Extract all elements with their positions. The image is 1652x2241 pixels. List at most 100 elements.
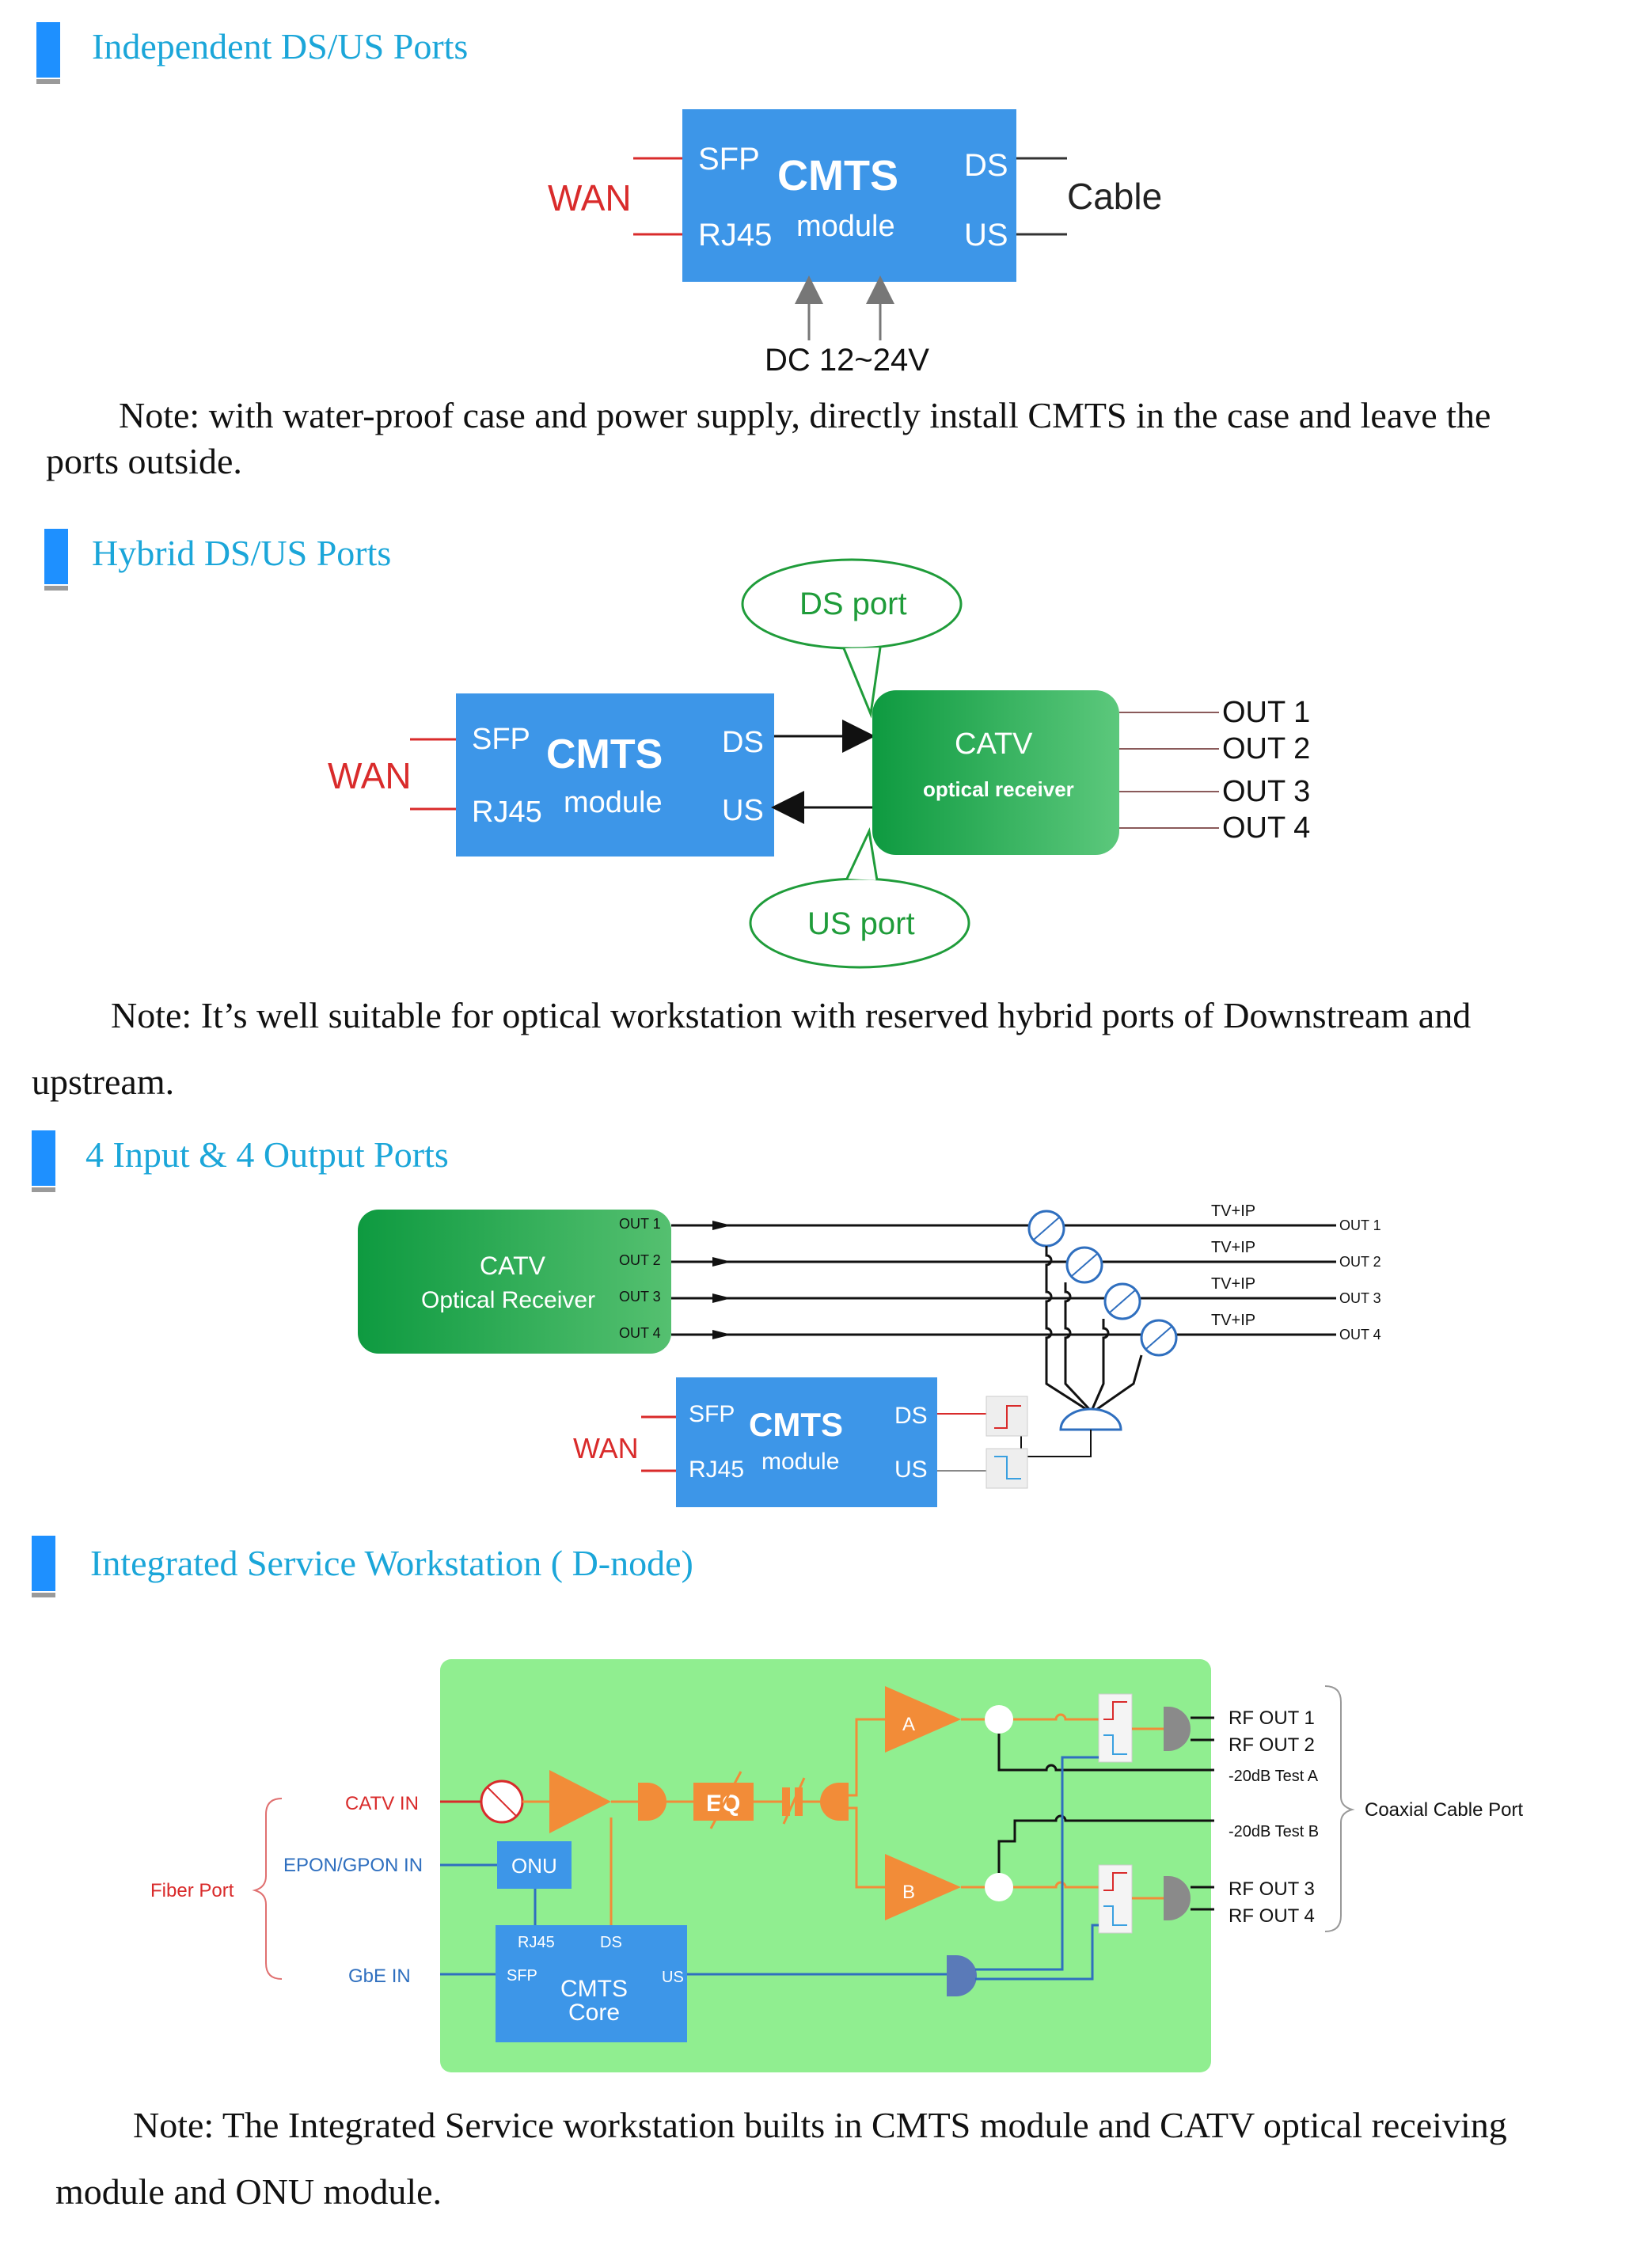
splitter-d xyxy=(820,1783,849,1821)
cmts-core-box xyxy=(496,1925,687,2042)
ds-label: DS xyxy=(894,1403,928,1429)
rj45-label: RJ45 xyxy=(698,218,772,253)
feed-line-2 xyxy=(1064,1282,1091,1411)
tvip-2: TV+IP xyxy=(1211,1239,1255,1256)
section-title: Integrated Service Workstation ( D-node) xyxy=(90,1543,693,1583)
section-title: Hybrid DS/US Ports xyxy=(92,533,392,573)
sfp-label: SFP xyxy=(472,723,530,756)
module-label: module xyxy=(796,210,895,243)
cmts-label: CMTS xyxy=(749,1406,843,1443)
test-b-line xyxy=(997,1814,1214,1873)
rj45-label: RJ45 xyxy=(472,796,542,829)
amp-b-label: B xyxy=(902,1882,915,1903)
note-4-line2: module and ONU module. xyxy=(55,2171,442,2212)
module-label: module xyxy=(761,1449,839,1475)
ds-label: DS xyxy=(600,1934,622,1951)
amp-a xyxy=(885,1686,961,1753)
section-marker xyxy=(32,1536,55,1597)
section-marker xyxy=(44,529,68,591)
note-2-line1: Note: It’s well suitable for optical wor… xyxy=(111,995,1472,1035)
us-combiner xyxy=(947,1955,977,1996)
combiner-3-slash xyxy=(1109,1290,1136,1313)
feed-line-3 xyxy=(1091,1319,1110,1410)
rx-out-4-label: OUT 4 xyxy=(619,1325,661,1341)
rf-out-2-label: RF OUT 2 xyxy=(1229,1734,1315,1756)
cmts-label: CMTS xyxy=(777,152,898,199)
fiber-port-brace xyxy=(252,1798,283,1980)
gbe-in-label: GbE IN xyxy=(348,1966,411,1987)
attenuator-arrow xyxy=(782,1777,806,1825)
cmts-label: CMTS xyxy=(546,731,663,777)
receiver-label: optical receiver xyxy=(923,777,1074,801)
section-title: 4 Input & 4 Output Ports xyxy=(85,1134,449,1175)
out-1-label: OUT 1 xyxy=(1222,696,1310,729)
amp-a-label: A xyxy=(902,1714,915,1735)
fiber-port-label: Fiber Port xyxy=(150,1880,234,1901)
filter-b-lp-icon xyxy=(1103,1905,1127,1926)
note-1-line2: ports outside. xyxy=(46,441,242,481)
note-4-line1: Note: The Integrated Service workstation… xyxy=(133,2105,1507,2145)
us-branch-a xyxy=(975,1756,1099,1971)
cmts-module-box xyxy=(456,693,774,857)
attenuator-b xyxy=(795,1787,803,1816)
arrow-4 xyxy=(712,1330,731,1339)
coaxial-label: Coaxial Cable Port xyxy=(1365,1799,1523,1821)
catv-optical-receiver-box xyxy=(358,1210,671,1354)
rf-out-4-label: RF OUT 4 xyxy=(1229,1905,1315,1927)
filter-b xyxy=(1098,1864,1133,1934)
rf-out-1-label: RF OUT 1 xyxy=(1229,1707,1315,1729)
catv-receiver-box xyxy=(872,690,1119,855)
coaxial-brace xyxy=(1324,1685,1355,1932)
note-2-line2: upstream. xyxy=(32,1062,175,1102)
onu-label: ONU xyxy=(511,1854,557,1878)
power-label: DC 12~24V xyxy=(765,343,929,378)
sfp-label: SFP xyxy=(698,142,760,177)
eq-box xyxy=(693,1783,754,1821)
out-splitter-b xyxy=(1164,1876,1191,1920)
rj45-label: RJ45 xyxy=(689,1457,744,1483)
ds-label: DS xyxy=(964,148,1008,183)
out-2-label: OUT 2 xyxy=(1222,732,1310,765)
tap-a-line xyxy=(1013,1713,1099,1721)
out-2-label: OUT 2 xyxy=(1339,1254,1381,1270)
hybrid-ports-diagram: DS port US port WAN SFP RJ45 CMTS module… xyxy=(328,558,1310,969)
us-label: US xyxy=(894,1457,928,1483)
eq-arrow xyxy=(709,1771,742,1829)
arrow-1 xyxy=(712,1221,731,1230)
highpass-icon xyxy=(994,1405,1021,1429)
tap-b-line xyxy=(1013,1881,1099,1889)
us-port-pointer xyxy=(845,826,879,881)
rx-out-2-label: OUT 2 xyxy=(619,1252,661,1268)
wan-label: WAN xyxy=(548,177,632,218)
section-marker xyxy=(36,22,60,84)
us-label: US xyxy=(662,1969,684,1986)
sfp-label: SFP xyxy=(689,1401,735,1427)
tvip-3: TV+IP xyxy=(1211,1275,1255,1293)
arrow-2 xyxy=(712,1257,731,1267)
cmts-module-box xyxy=(676,1377,937,1507)
out-1-label: OUT 1 xyxy=(1339,1217,1381,1233)
section-marker xyxy=(32,1130,55,1192)
out-3-label: OUT 3 xyxy=(1222,775,1310,808)
rf-out-3-label: RF OUT 3 xyxy=(1229,1878,1315,1900)
combiner-d xyxy=(638,1783,666,1821)
cmts-label: CMTS xyxy=(560,1976,628,2002)
amp-b xyxy=(885,1854,961,1920)
wan-label: WAN xyxy=(328,755,412,796)
out-4-label: OUT 4 xyxy=(1222,811,1310,845)
test-a-line xyxy=(997,1734,1214,1772)
combiner-4-slash xyxy=(1145,1326,1172,1350)
four-io-ports-diagram: CATV Optical Receiver OUT 1 OUT 2 OUT 3 … xyxy=(358,1202,1381,1507)
ds-label: DS xyxy=(722,726,764,759)
out-4-label: OUT 4 xyxy=(1339,1327,1381,1343)
feed-line-4 xyxy=(1096,1354,1143,1411)
out-splitter-a xyxy=(1164,1707,1191,1751)
attenuator-a xyxy=(782,1787,790,1816)
rx-out-3-label: OUT 3 xyxy=(619,1289,661,1305)
feed-line-1 xyxy=(1045,1246,1087,1411)
tvip-1: TV+IP xyxy=(1211,1202,1255,1220)
photodiode-slash xyxy=(487,1787,517,1817)
lowpass-icon xyxy=(994,1456,1021,1479)
tap-a xyxy=(985,1705,1013,1734)
catv-in-label: CATV IN xyxy=(345,1793,419,1814)
